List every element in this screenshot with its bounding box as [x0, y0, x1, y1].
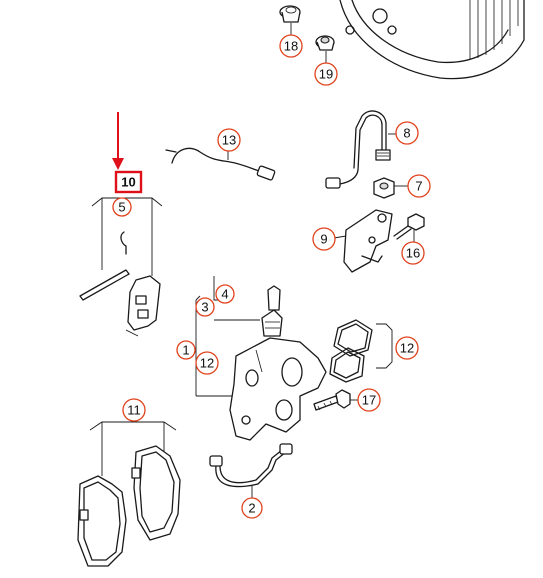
callout-12-right: 12 — [395, 336, 419, 360]
svg-text:5: 5 — [118, 200, 125, 215]
part-2-brake-hose — [209, 443, 293, 498]
part-17-bolt — [313, 389, 358, 411]
svg-text:13: 13 — [222, 133, 236, 148]
part-19-bolt — [315, 35, 335, 64]
part-13-wear-sensor — [165, 147, 276, 181]
part-16-bolt — [393, 213, 425, 242]
svg-text:9: 9 — [320, 232, 327, 247]
svg-text:8: 8 — [403, 126, 410, 141]
callout-12-left: 12 — [195, 351, 219, 375]
part-9-bracket — [333, 209, 393, 273]
part-8-brake-line — [325, 110, 396, 189]
callout-8: 8 — [395, 121, 419, 145]
svg-text:19: 19 — [319, 67, 333, 82]
callout-18: 18 — [279, 34, 303, 58]
svg-text:17: 17 — [362, 393, 376, 408]
svg-text:4: 4 — [221, 287, 228, 302]
svg-text:3: 3 — [201, 300, 208, 315]
svg-text:16: 16 — [406, 246, 420, 261]
callout-9: 9 — [312, 227, 336, 251]
part-7-fitting — [373, 177, 408, 199]
callout-17: 17 — [357, 388, 381, 412]
callout-4: 4 — [215, 284, 235, 304]
callout-2: 2 — [241, 497, 263, 519]
part-1-caliper — [195, 276, 327, 441]
brake-disc — [339, 0, 525, 80]
svg-text:1: 1 — [182, 343, 189, 358]
callout-19: 19 — [314, 62, 338, 86]
part-12-seals — [329, 319, 393, 383]
callout-3: 3 — [195, 297, 215, 317]
part-11-brake-pads — [77, 420, 181, 567]
svg-text:10: 10 — [121, 175, 135, 190]
highlight-arrow — [112, 112, 124, 170]
callout-7: 7 — [407, 174, 431, 198]
highlighted-part-label: 10 — [114, 170, 143, 194]
callout-16: 16 — [401, 241, 425, 265]
callout-11: 11 — [122, 398, 146, 422]
callout-5: 5 — [112, 197, 132, 217]
svg-text:7: 7 — [415, 179, 422, 194]
svg-text:2: 2 — [248, 501, 255, 516]
svg-text:11: 11 — [127, 403, 141, 418]
svg-text:12: 12 — [200, 356, 214, 371]
part-10-pin-set — [79, 197, 163, 337]
svg-text:12: 12 — [400, 341, 414, 356]
callout-13: 13 — [217, 128, 241, 152]
callout-1: 1 — [176, 340, 196, 360]
part-18-screw — [279, 5, 301, 36]
svg-text:18: 18 — [284, 39, 298, 54]
